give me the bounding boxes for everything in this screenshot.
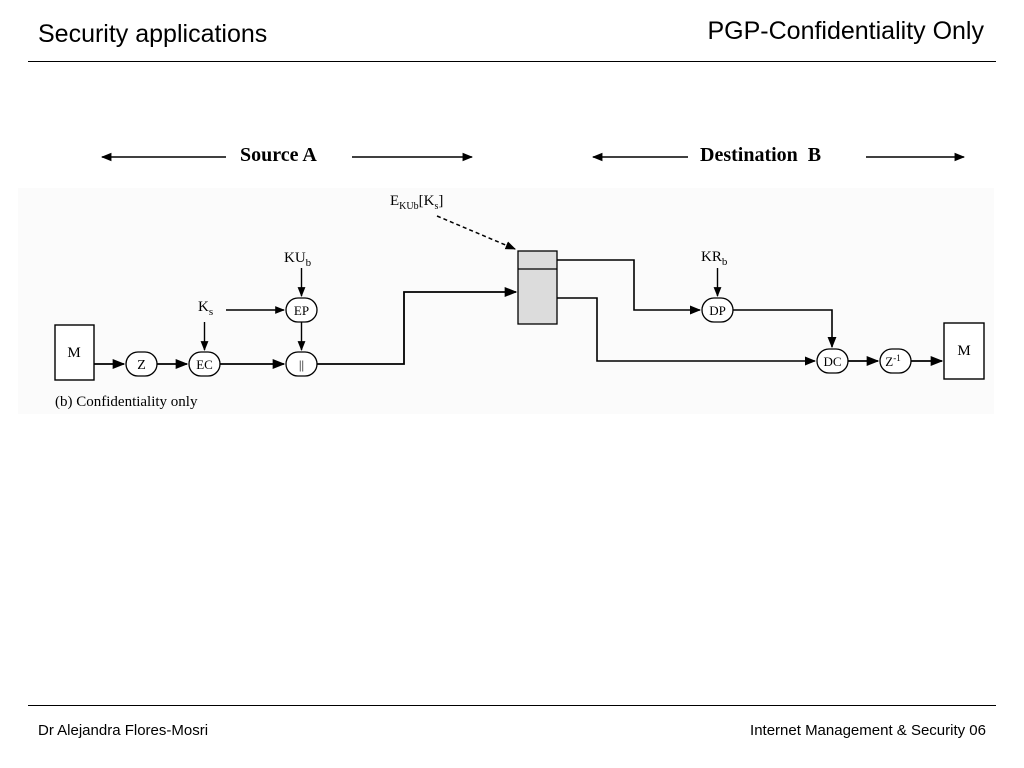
public-key-decrypt-node-label: DP bbox=[709, 303, 726, 318]
footer-divider bbox=[28, 705, 996, 706]
arrow-packet-to-dp bbox=[557, 259, 702, 315]
session-key-label: Ks bbox=[198, 299, 213, 318]
header-divider bbox=[28, 61, 996, 62]
slide-section-title: Security applications bbox=[38, 20, 268, 48]
slide-title: PGP-Confidentiality Only bbox=[707, 17, 984, 45]
compress-node-label: Z bbox=[137, 358, 146, 373]
source-message-box bbox=[54, 324, 95, 381]
arrow-packet-to-dc bbox=[557, 297, 817, 366]
source-label: Source A bbox=[240, 144, 317, 166]
public-key-b-label: KUb bbox=[284, 250, 312, 269]
footer-course: Internet Management & Security 06 bbox=[750, 722, 986, 739]
encrypted-session-key-label: EKUb[Ks] bbox=[390, 193, 443, 212]
concatenate-node-label: || bbox=[299, 357, 304, 372]
public-key-encrypt-node-label: EP bbox=[294, 303, 309, 318]
destination-message-label: M bbox=[957, 343, 970, 359]
source-message-label: M bbox=[67, 345, 80, 361]
symmetric-encrypt-node-label: EC bbox=[196, 357, 213, 372]
decompress-node-label: Z-1 bbox=[885, 353, 900, 369]
symmetric-decrypt-node-label: DC bbox=[823, 354, 841, 369]
footer-author: Dr Alejandra Flores-Mosri bbox=[38, 722, 209, 739]
packet-box bbox=[517, 250, 558, 325]
destination-message-box bbox=[943, 322, 985, 380]
arrow-dp-to-dc bbox=[733, 309, 837, 349]
destination-label: Destination B bbox=[700, 144, 822, 166]
arrow-concat-to-packet bbox=[317, 286, 518, 365]
private-key-b-label: KRb bbox=[701, 249, 728, 268]
encrypted-key-dashed-arrow bbox=[436, 215, 516, 250]
figure-caption: (b) Confidentiality only bbox=[55, 394, 198, 410]
figure-background bbox=[18, 188, 994, 414]
